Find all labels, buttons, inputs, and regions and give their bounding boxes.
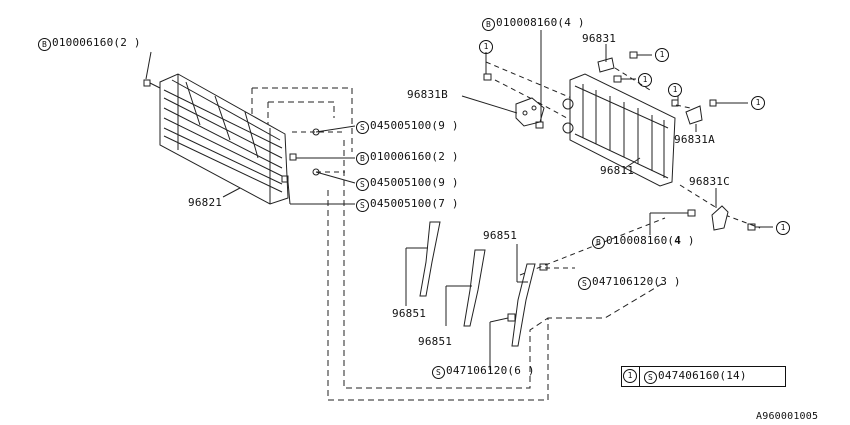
- strut-96851-a: [405, 221, 441, 306]
- bolt-mid-4: [281, 175, 289, 183]
- marker-1-e: 1: [751, 96, 765, 110]
- diagram-id: A960001005: [756, 411, 819, 422]
- strut-96851-c: [489, 244, 548, 370]
- part-96831C: 96831C: [689, 175, 730, 188]
- part-96811: 96811: [600, 164, 635, 177]
- bolt-top-b: [613, 75, 622, 83]
- tailgate-panel-96811: [562, 73, 676, 187]
- hinge-96831B: [515, 97, 545, 129]
- marker-1-c: 1: [638, 73, 652, 87]
- dashed-outline-inner: [267, 101, 549, 389]
- hinge-96831A: [671, 99, 717, 125]
- part-96831: 96831: [582, 32, 617, 45]
- grille-panel-96821: [159, 73, 289, 205]
- marker-1-d: 1: [668, 83, 682, 97]
- hinge-96831: [597, 57, 615, 73]
- latch-96831C: [687, 205, 756, 231]
- part-96851-c: 96851: [483, 229, 518, 242]
- part-96831B: 96831B: [407, 88, 448, 101]
- marker-1-a: 1: [479, 40, 493, 54]
- bolt-top-c: [629, 51, 638, 59]
- part-96851-b: 96851: [418, 335, 453, 348]
- part-96821: 96821: [188, 196, 223, 209]
- strut-96851-b: [445, 249, 486, 327]
- legend-box: [621, 366, 786, 387]
- part-96851-a: 96851: [392, 307, 427, 320]
- part-96831A: 96831A: [674, 133, 715, 146]
- marker-1-b: 1: [655, 48, 669, 62]
- bolt-mid-2: [289, 153, 297, 161]
- bolt-top-a: [483, 73, 492, 81]
- legend-divider: [639, 366, 640, 387]
- marker-1-f: 1: [776, 221, 790, 235]
- bolt-mid-3: [312, 168, 320, 176]
- legend-marker: 1: [623, 369, 637, 383]
- bolt-left-top: [143, 79, 161, 89]
